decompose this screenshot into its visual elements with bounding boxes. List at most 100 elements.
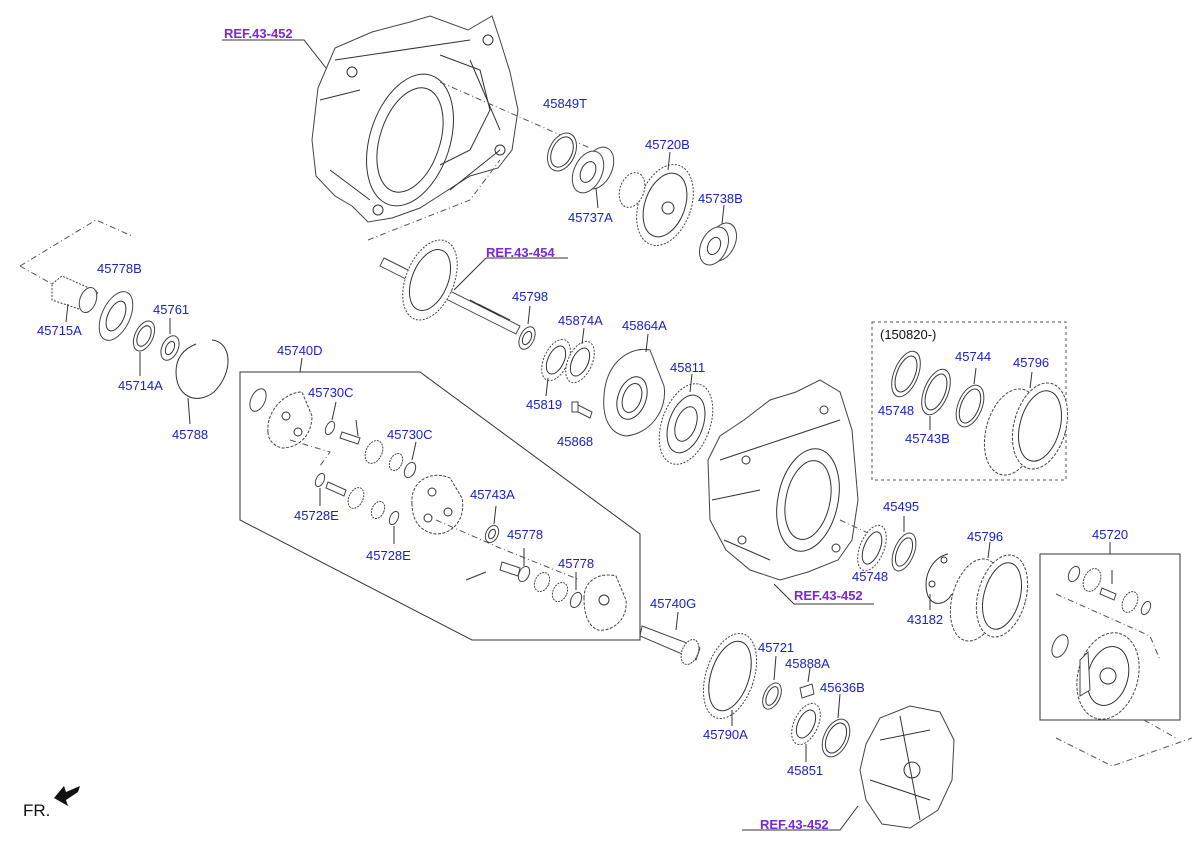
part-label-45743A[interactable]: 45743A xyxy=(470,487,515,502)
carrier-plate-45740D[interactable] xyxy=(267,391,313,449)
gear-45811[interactable] xyxy=(649,376,723,471)
washer-45778-a[interactable] xyxy=(516,565,532,584)
part-label-45743B[interactable]: 45743B xyxy=(905,431,950,446)
part-label-45778-a[interactable]: 45778 xyxy=(507,527,544,542)
washer-45728E-a[interactable] xyxy=(313,472,326,488)
part-label-43182[interactable]: 43182 xyxy=(907,612,944,627)
part-label-45720[interactable]: 45720 xyxy=(1092,527,1129,542)
needle-bearing-45728E[interactable] xyxy=(345,485,387,521)
needle-bearing-45730C[interactable] xyxy=(362,438,406,473)
main-shaft[interactable] xyxy=(379,232,521,335)
bearing-45743A[interactable] xyxy=(483,523,501,544)
differential-case-45720[interactable] xyxy=(1068,626,1149,727)
washer-45720-c[interactable] xyxy=(1049,632,1072,660)
pin-45728E[interactable] xyxy=(325,481,347,497)
shaft-45740G[interactable] xyxy=(639,625,702,667)
seal-45636B[interactable] xyxy=(817,715,856,761)
part-label-45748-option[interactable]: 45748 xyxy=(878,403,915,418)
carrier-cover-45740D[interactable] xyxy=(583,574,627,631)
part-label-45888A[interactable]: 45888A xyxy=(785,656,830,671)
washer-45761[interactable] xyxy=(157,333,182,363)
part-label-45849T[interactable]: 45849T xyxy=(543,96,588,111)
transmission-housing-middle[interactable] xyxy=(707,379,859,581)
part-label-45874A[interactable]: 45874A xyxy=(558,313,603,328)
sleeve-45715A[interactable] xyxy=(51,275,100,315)
part-label-45796[interactable]: 45796 xyxy=(967,529,1004,544)
ring-45743B[interactable] xyxy=(916,365,956,418)
part-label-45740G[interactable]: 45740G xyxy=(650,596,697,611)
bearing-45737A[interactable] xyxy=(566,142,620,198)
ref-label-top[interactable]: REF.43-452 xyxy=(224,26,293,41)
part-label-45495[interactable]: 45495 xyxy=(883,499,920,514)
pinion-45720[interactable] xyxy=(1119,589,1141,615)
rear-cover-bottom[interactable] xyxy=(859,705,955,829)
ring-45744[interactable] xyxy=(951,381,990,431)
part-label-45636B[interactable]: 45636B xyxy=(820,680,865,695)
snap-ring-43182[interactable] xyxy=(925,553,953,604)
part-label-45796-option[interactable]: 45796 xyxy=(1013,355,1050,370)
part-label-45811[interactable]: 45811 xyxy=(670,360,706,375)
part-label-45864A[interactable]: 45864A xyxy=(622,318,667,333)
thrust-bearing-45748[interactable] xyxy=(852,521,892,574)
part-label-45761[interactable]: 45761 xyxy=(153,302,190,317)
plate-45778B[interactable] xyxy=(92,287,139,346)
needle-bearing-45778[interactable] xyxy=(531,570,570,604)
bearing-45738B[interactable] xyxy=(694,218,742,269)
clip-45888A[interactable] xyxy=(799,683,815,699)
ring-45721[interactable] xyxy=(759,680,785,712)
thrust-bearing-45748-option[interactable] xyxy=(886,347,926,400)
part-label-45851[interactable]: 45851 xyxy=(787,763,824,778)
ring-45495[interactable] xyxy=(887,530,921,575)
carrier-plate-45864A[interactable] xyxy=(603,348,666,437)
pin-45740D[interactable] xyxy=(465,571,487,581)
washer-45798[interactable] xyxy=(516,324,539,352)
part-label-45714A[interactable]: 45714A xyxy=(118,378,163,393)
washer-45740D-left[interactable] xyxy=(247,386,270,414)
side-gear-45720[interactable] xyxy=(1080,566,1105,595)
part-label-45748[interactable]: 45748 xyxy=(852,569,889,584)
part-label-45737A[interactable]: 45737A xyxy=(568,210,613,225)
part-label-45728E-b[interactable]: 45728E xyxy=(366,548,411,563)
part-label-45730C-b[interactable]: 45730C xyxy=(387,427,433,442)
transmission-housing-top[interactable] xyxy=(311,15,519,223)
part-label-45790A[interactable]: 45790A xyxy=(703,727,748,742)
part-label-45720B[interactable]: 45720B xyxy=(645,137,690,152)
part-label-45738B[interactable]: 45738B xyxy=(698,191,743,206)
planet-carrier-45740D[interactable] xyxy=(411,474,464,535)
washer-45720-a[interactable] xyxy=(1066,565,1082,584)
part-label-45778B[interactable]: 45778B xyxy=(97,261,142,276)
ref-label-bottom[interactable]: REF.43-452 xyxy=(760,817,829,832)
bearing-45851[interactable] xyxy=(786,699,826,749)
clutch-drum-45796-option[interactable] xyxy=(975,377,1076,481)
part-label-45715A[interactable]: 45715A xyxy=(37,323,82,338)
washer-45728E-b[interactable] xyxy=(387,510,400,526)
part-label-45788[interactable]: 45788 xyxy=(172,427,209,442)
bearing-45874A[interactable] xyxy=(560,337,600,387)
part-label-45819[interactable]: 45819 xyxy=(526,397,563,412)
washer-45720-b[interactable] xyxy=(1139,600,1152,616)
pin-45720[interactable] xyxy=(1099,587,1117,601)
gear-45720B[interactable] xyxy=(615,157,704,254)
part-label-45778-b[interactable]: 45778 xyxy=(558,556,595,571)
ring-45849T[interactable] xyxy=(542,128,582,175)
sleeve-45778[interactable] xyxy=(499,561,521,577)
part-label-45740D[interactable]: 45740D xyxy=(277,343,323,358)
bolt-45868[interactable] xyxy=(571,401,593,419)
washer-45778-b[interactable] xyxy=(568,591,584,610)
part-label-45868[interactable]: 45868 xyxy=(557,434,594,449)
part-label-45744[interactable]: 45744 xyxy=(955,349,992,364)
washer-45730C-b[interactable] xyxy=(402,461,418,480)
part-label-45728E-a[interactable]: 45728E xyxy=(294,508,339,523)
ring-gear-45790A[interactable] xyxy=(694,627,767,726)
washer-45730C-a[interactable] xyxy=(323,420,336,436)
part-label-45730C-a[interactable]: 45730C xyxy=(308,385,354,400)
snap-ring-45788[interactable] xyxy=(175,339,229,399)
ref-label-middle[interactable]: REF.43-452 xyxy=(794,588,863,603)
clutch-drum-45796[interactable] xyxy=(942,549,1036,647)
ref-label-shaft[interactable]: REF.43-454 xyxy=(486,245,555,260)
part-label-45798[interactable]: 45798 xyxy=(512,289,549,304)
pin-45730C[interactable] xyxy=(339,431,361,445)
part-label-45721[interactable]: 45721 xyxy=(758,640,795,655)
ring-45714A[interactable] xyxy=(129,318,159,355)
